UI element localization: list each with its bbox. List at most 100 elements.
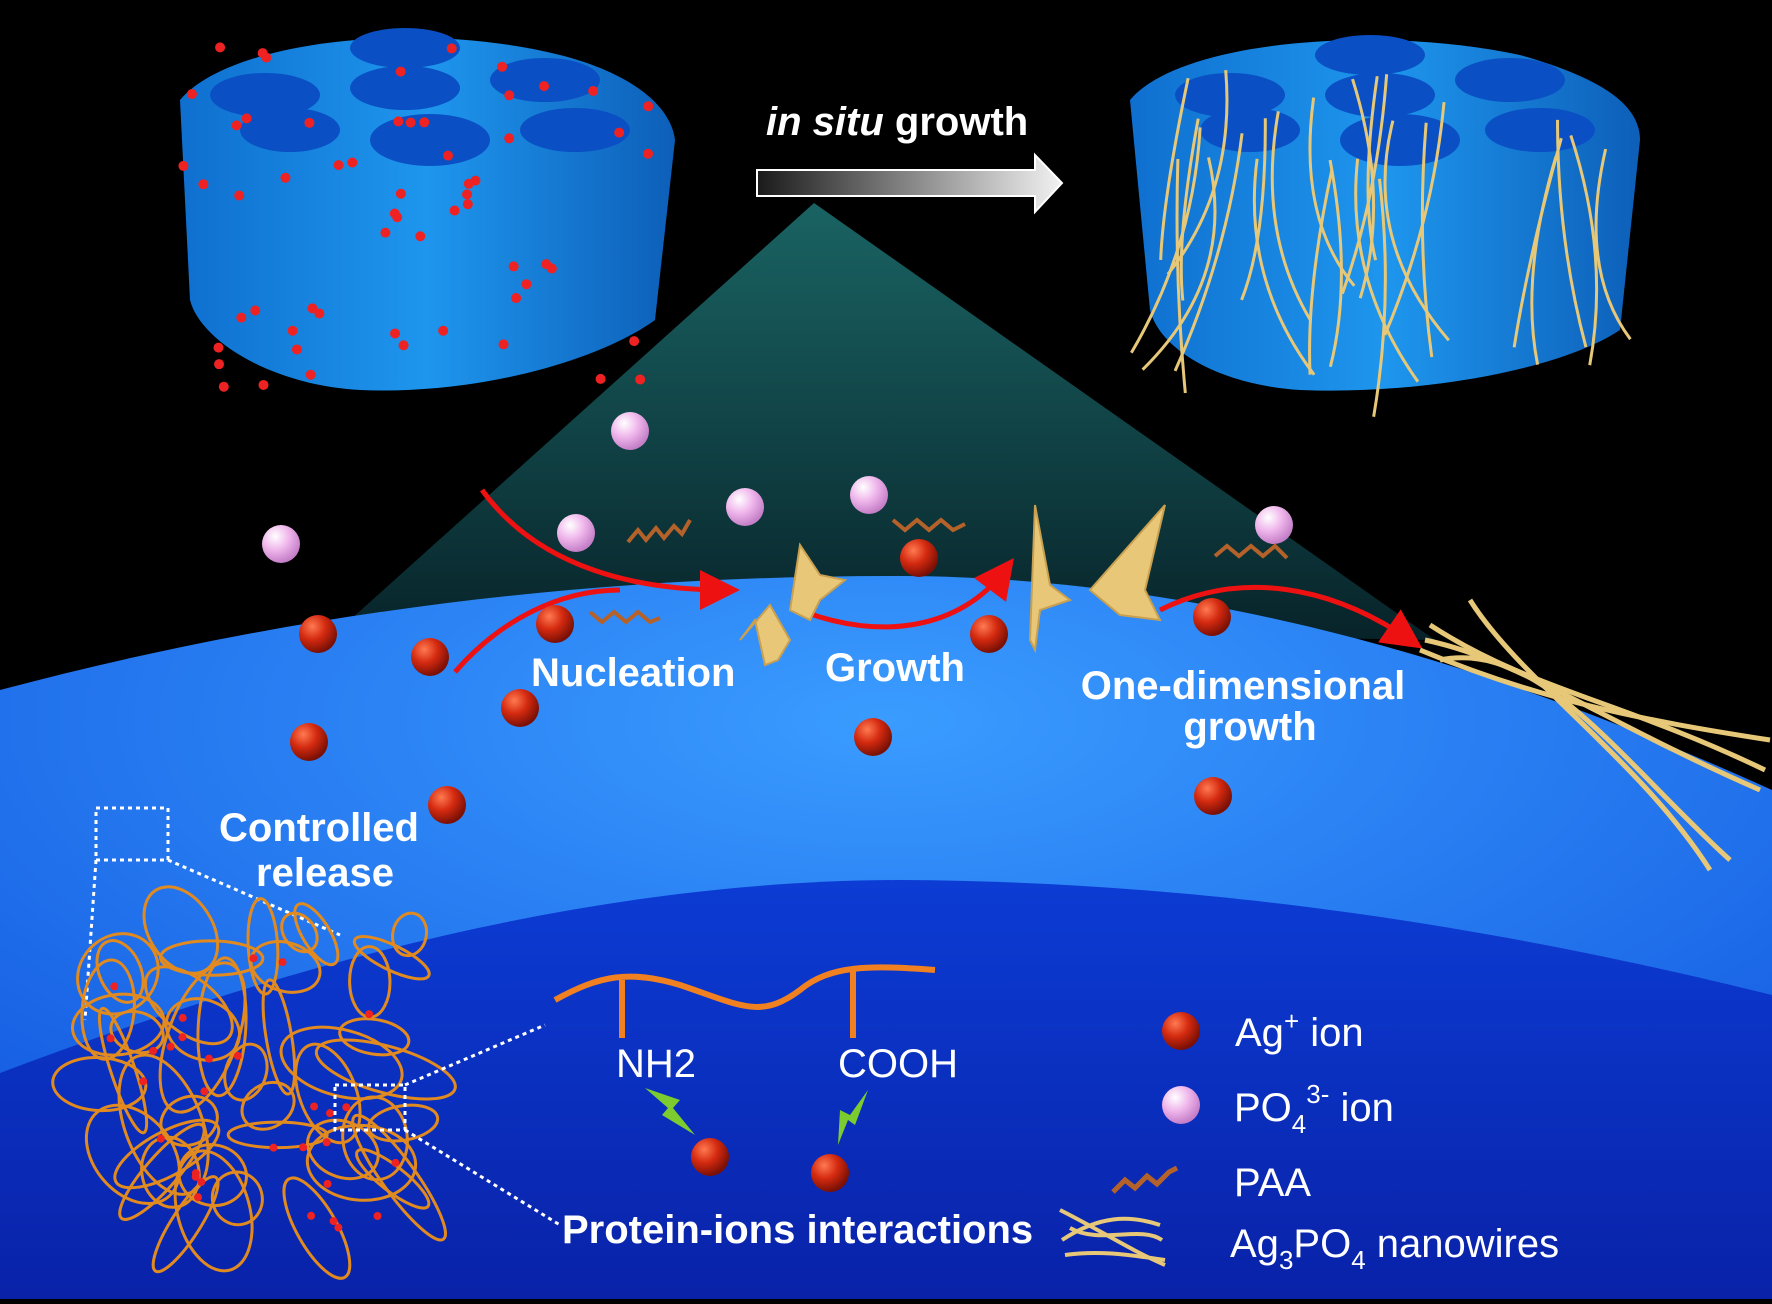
po4-ion-legend-icon bbox=[1162, 1086, 1200, 1124]
paa-chains bbox=[588, 517, 1289, 625]
protein-ions-caption: Protein-ions interactions bbox=[562, 1208, 1033, 1252]
ag-ion-dot bbox=[588, 85, 599, 96]
paa-legend-icon bbox=[1111, 1165, 1179, 1194]
ag-ion-dot bbox=[541, 259, 552, 270]
po4-ion bbox=[262, 525, 300, 563]
nanowire-bundle bbox=[1419, 598, 1771, 872]
protein-fiber bbox=[95, 939, 145, 1004]
ag-ion-dot bbox=[186, 89, 197, 100]
process-arrows bbox=[453, 488, 1423, 674]
nanowire bbox=[1351, 78, 1376, 299]
ag-ion-dot bbox=[446, 43, 457, 54]
ag-ion-dot bbox=[395, 66, 406, 77]
ions bbox=[262, 412, 1293, 824]
protein-chain bbox=[553, 964, 936, 1038]
protein-fiber bbox=[70, 992, 166, 1057]
bound-ag-ion bbox=[307, 1211, 316, 1220]
bound-ag-ion bbox=[342, 1103, 351, 1112]
bound-ag-ion bbox=[249, 954, 258, 963]
nanowire bbox=[1372, 178, 1387, 418]
protein-fiber bbox=[367, 1103, 440, 1143]
bound-ag-ion bbox=[233, 1051, 242, 1060]
bound-ag-ion bbox=[322, 1138, 331, 1147]
protein-fiber bbox=[338, 1017, 411, 1057]
ag-ion-dot bbox=[250, 305, 261, 316]
protein-fiber bbox=[314, 1038, 457, 1101]
label-nucleation: Nucleation bbox=[531, 651, 735, 695]
ag-ion-dot bbox=[398, 340, 409, 351]
bound-ag-ion bbox=[365, 1010, 374, 1019]
ag-ion-dot bbox=[214, 359, 225, 370]
bound-ag-ion bbox=[329, 1217, 338, 1226]
protein-fiber bbox=[226, 1120, 329, 1150]
ag-ion-dot bbox=[393, 116, 404, 127]
scaffold-with-nanowires bbox=[1130, 35, 1640, 418]
ag-ion-dot bbox=[178, 160, 189, 171]
bound-ag-ion bbox=[269, 1143, 278, 1152]
ag-ion-dot bbox=[643, 101, 654, 112]
ag-ion-dot bbox=[497, 61, 508, 72]
protein-fiber bbox=[352, 935, 431, 981]
protein-fiber bbox=[196, 956, 248, 1098]
ag-ion-dot bbox=[462, 189, 473, 200]
nanowire bbox=[1420, 122, 1434, 358]
ag-ion-dot bbox=[307, 303, 318, 314]
label-controlled: Controlled bbox=[219, 806, 419, 850]
ag-ion-dot bbox=[347, 157, 358, 168]
bound-ag-ion bbox=[139, 1077, 148, 1086]
ag-ion-dot bbox=[241, 113, 252, 124]
legend-nanowires: Ag3PO4 nanowires bbox=[1230, 1222, 1559, 1275]
protein-fiber bbox=[279, 1025, 404, 1101]
ag-ion-dot bbox=[257, 48, 268, 59]
po4-ion bbox=[611, 412, 649, 450]
legend-po4-ion: PO43- ion bbox=[1234, 1079, 1394, 1139]
ag-ion-dot bbox=[539, 81, 550, 92]
nanowire bbox=[1173, 133, 1244, 372]
ag-ion-dot bbox=[236, 312, 247, 323]
nh2-label: NH2 bbox=[616, 1042, 696, 1086]
ag-ion-dot bbox=[231, 120, 242, 131]
nanowire bbox=[1159, 77, 1190, 261]
bound-ag-ion bbox=[178, 1013, 187, 1022]
nanowire bbox=[1569, 134, 1599, 366]
ag-ion-dot bbox=[390, 328, 401, 339]
bound-ag-ion bbox=[110, 982, 119, 991]
protein-fiber bbox=[173, 1149, 254, 1273]
ag-ion-dot bbox=[438, 325, 449, 336]
nanowire bbox=[1594, 148, 1632, 341]
po4-ion bbox=[1255, 506, 1293, 544]
ag-ion bbox=[900, 539, 938, 577]
ag-ion-dot bbox=[258, 379, 269, 390]
ag-ion-dot bbox=[635, 374, 646, 385]
po4-ion bbox=[726, 488, 764, 526]
ag-ion-dot bbox=[504, 90, 515, 101]
in-situ-growth-arrow bbox=[756, 152, 1064, 215]
ag-ion-dot bbox=[395, 188, 406, 199]
magnification-beam bbox=[350, 203, 1435, 640]
ag-ion-dot bbox=[213, 342, 224, 353]
protein-fiber bbox=[109, 1009, 165, 1055]
bound-ag-ion bbox=[323, 1179, 332, 1188]
protein-network bbox=[51, 806, 561, 1280]
legend-ag-ion: Ag+ ion bbox=[1235, 1006, 1364, 1055]
legend-paa: PAA bbox=[1234, 1161, 1311, 1205]
protein-fiber bbox=[51, 1055, 148, 1113]
cooh-label: COOH bbox=[838, 1042, 958, 1086]
ag-ion bbox=[1193, 598, 1231, 636]
nanowire bbox=[1340, 74, 1389, 295]
ag-ion-dot bbox=[470, 175, 481, 186]
ag-ion-dot bbox=[462, 199, 473, 210]
ag-ion bbox=[501, 689, 539, 727]
ag-ion bbox=[299, 615, 337, 653]
bound-ag-ion bbox=[178, 1033, 187, 1042]
nanowire bbox=[1141, 157, 1217, 371]
ag-ion-dot bbox=[498, 339, 509, 350]
legend: Ag+ ion PO43- ion PAA Ag3PO4 nanowires bbox=[1059, 1006, 1559, 1275]
bound-ag-ion bbox=[299, 1143, 308, 1152]
ag-ion-dot bbox=[287, 325, 298, 336]
ag-ion-dot bbox=[614, 127, 625, 138]
ag-ion-dot bbox=[595, 373, 606, 384]
ag-ion-dot bbox=[419, 117, 430, 128]
scaffold-with-ions bbox=[178, 28, 675, 392]
ag-ion-dot bbox=[405, 117, 416, 128]
